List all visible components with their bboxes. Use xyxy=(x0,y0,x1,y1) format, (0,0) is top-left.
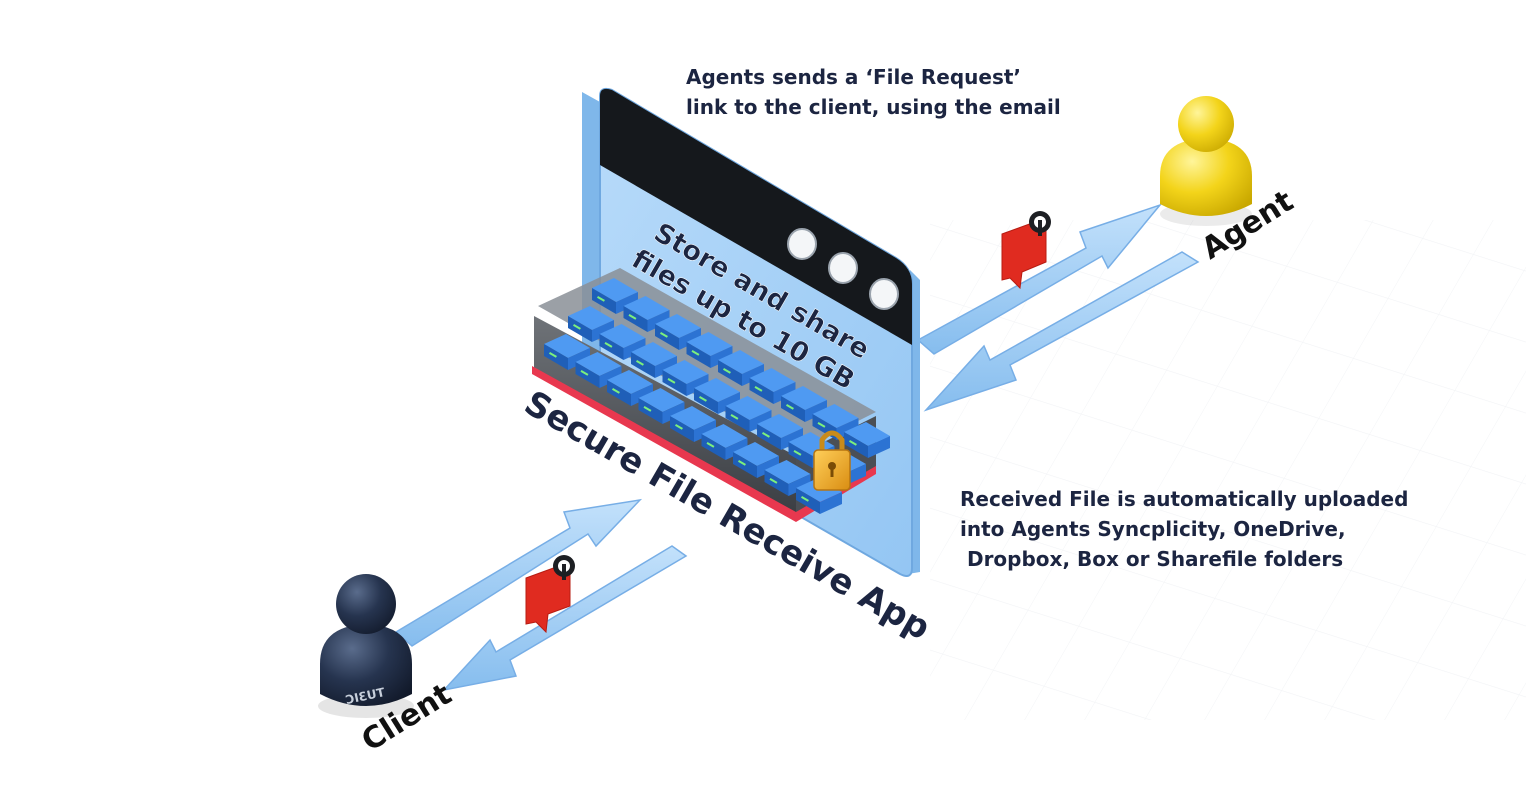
caption-upload-line3: Dropbox, Box or Sharefile folders xyxy=(960,547,1344,571)
server-rack xyxy=(532,268,890,522)
caption-file-request-line1: Agents sends a ‘File Request’ xyxy=(686,65,1022,89)
server-unit xyxy=(638,388,685,424)
server-unit xyxy=(725,396,772,432)
server-unit xyxy=(607,370,653,406)
window-title-bar xyxy=(600,88,912,345)
caption-file-request: Agents sends a ‘File Request’ link to th… xyxy=(686,62,1061,122)
server-unit xyxy=(757,414,803,450)
server-unit xyxy=(655,314,701,350)
arrow-to-client xyxy=(441,545,688,692)
server-unit xyxy=(781,386,827,422)
server-units xyxy=(544,278,890,514)
server-unit xyxy=(592,278,638,314)
server-unit xyxy=(623,296,670,332)
caption-upload-line2: into Agents Syncplicity, OneDrive, xyxy=(960,517,1346,541)
floor-grid xyxy=(930,220,1526,720)
agent-avatar-icon xyxy=(1160,96,1252,226)
arrow-to-app xyxy=(394,498,643,647)
lock-badge-client-icon xyxy=(525,555,575,634)
server-unit xyxy=(718,350,764,386)
arrow-to-agent xyxy=(916,203,1163,355)
server-unit xyxy=(662,360,709,396)
server-unit xyxy=(568,306,614,342)
window-control-3[interactable] xyxy=(869,278,899,310)
arrow-from-agent xyxy=(923,251,1200,412)
window-control-1[interactable] xyxy=(787,228,817,260)
caption-file-request-line2: link to the client, using the email xyxy=(686,95,1061,119)
server-unit xyxy=(544,334,590,370)
server-unit xyxy=(694,378,740,414)
server-unit xyxy=(686,332,733,368)
server-unit xyxy=(733,442,779,478)
client-avatar-icon: ƆIƐUT xyxy=(318,574,414,718)
server-unit xyxy=(599,324,646,360)
window-control-2[interactable] xyxy=(828,252,858,284)
server-unit xyxy=(575,352,622,388)
server-unit xyxy=(844,422,890,458)
server-unit xyxy=(670,406,716,442)
server-unit xyxy=(764,460,811,496)
caption-upload: Received File is automatically uploaded … xyxy=(960,484,1408,574)
caption-upload-line1: Received File is automatically uploaded xyxy=(960,487,1409,511)
server-unit xyxy=(631,342,677,378)
lock-badge-agent-icon xyxy=(1001,211,1051,290)
server-unit xyxy=(701,424,748,460)
server-unit xyxy=(749,368,796,404)
padlock-icon xyxy=(813,430,851,491)
